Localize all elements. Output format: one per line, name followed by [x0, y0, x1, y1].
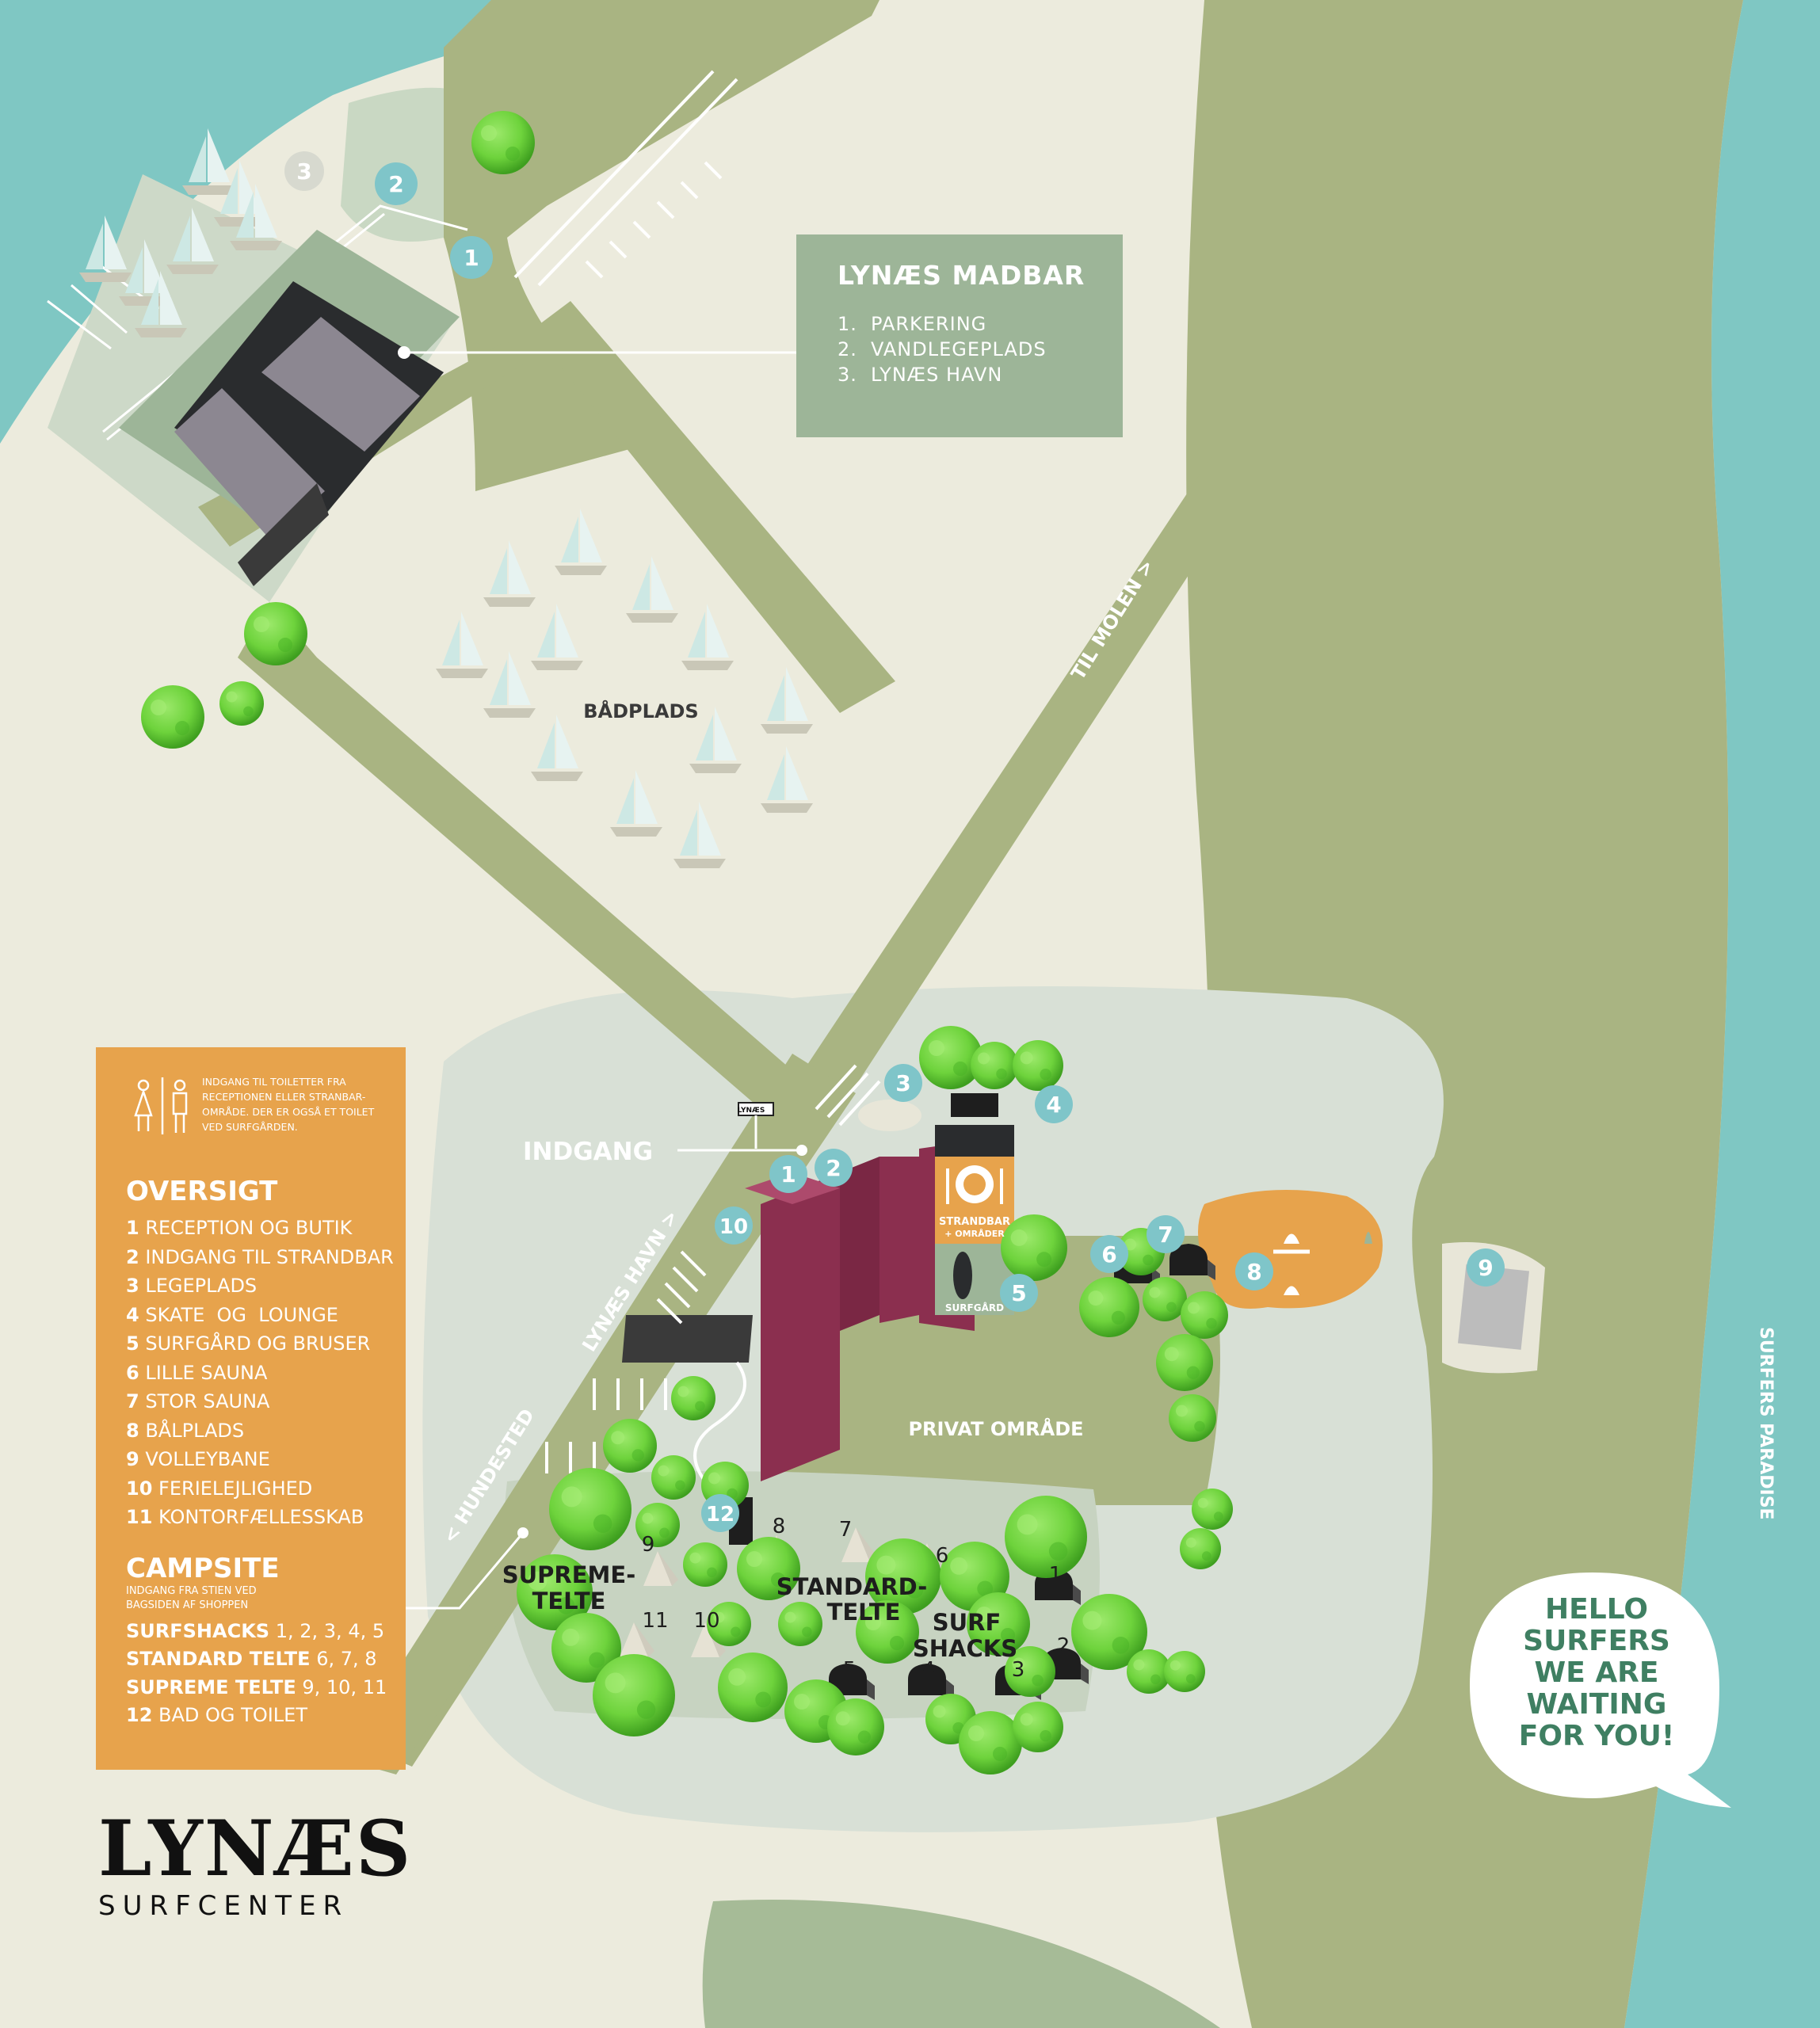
list-item: 2 INDGANG TIL STRANDBAR: [126, 1245, 394, 1268]
surfgaard-label: SURFGÅRD: [945, 1302, 1004, 1313]
campfire-icon: [1273, 1232, 1372, 1295]
list-item: 8 BÅLPLADS: [126, 1419, 245, 1442]
logo-wordmark: LYNÆS: [98, 1804, 413, 1893]
tent-number: 3: [1012, 1658, 1025, 1682]
surfers-paradise-label: SURFERS PARADISE: [1756, 1327, 1776, 1520]
list-item: 7 STOR SAUNA: [126, 1390, 270, 1412]
svg-text:3: 3: [895, 1070, 910, 1096]
list-item: 3 LEGEPLADS: [126, 1275, 258, 1297]
surf-label-2: SHACKS: [913, 1635, 1017, 1662]
legend-panel: INDGANG TIL TOILETTER FRA RECEPTIONEN EL…: [96, 1047, 406, 1770]
toilet-note: INDGANG TIL TOILETTER FRA RECEPTIONEN EL…: [202, 1076, 375, 1133]
list-item: 1 RECEPTION OG BUTIK: [126, 1217, 353, 1239]
svg-text:9: 9: [1478, 1255, 1493, 1281]
site-marker-2[interactable]: 2: [815, 1149, 853, 1187]
tent-number: 8: [773, 1515, 786, 1538]
tent-number: 2: [1057, 1634, 1070, 1658]
tent-number: 11: [642, 1609, 668, 1633]
supreme-label-1: SUPREME-: [502, 1561, 636, 1588]
speech-bubble: [1470, 1572, 1731, 1808]
sign-post: LYNÆS: [738, 1102, 774, 1149]
campsite-list: SURFSHACKS 1, 2, 3, 4, 5 STANDARD TELTE …: [126, 1618, 406, 1730]
list-item: 4 SKATE OG LOUNGE: [126, 1303, 338, 1326]
madbar-info-box: LYNÆS MADBAR 1.PARKERING 2.VANDLEGEPLADS…: [796, 234, 1123, 437]
svg-text:8: 8: [1246, 1259, 1261, 1285]
site-marker-8[interactable]: 8: [1235, 1252, 1273, 1290]
site-marker-9[interactable]: 9: [1467, 1248, 1505, 1287]
madbar-list: 1.PARKERING 2.VANDLEGEPLADS 3.LYNÆS HAVN: [838, 311, 1123, 387]
supreme-label-2: TELTE: [532, 1588, 606, 1614]
surf-label-1: SURF: [933, 1609, 1002, 1636]
list-item: SURFSHACKS 1, 2, 3, 4, 5: [126, 1619, 385, 1642]
svg-text:7: 7: [1158, 1222, 1173, 1248]
surfboard-icon: [953, 1252, 972, 1299]
bubble-line: FOR YOU!: [1518, 1720, 1675, 1752]
site-marker-6[interactable]: 6: [1090, 1235, 1128, 1273]
madbar-item: 3.LYNÆS HAVN: [838, 364, 1003, 386]
madbar-item: 2.VANDLEGEPLADS: [838, 338, 1047, 360]
baadplads-label: BÅDPLADS: [583, 700, 698, 722]
bubble-line: WE ARE: [1534, 1656, 1659, 1689]
standard-label-2: TELTE: [827, 1599, 901, 1626]
madbar-item: 1.PARKERING: [838, 313, 987, 335]
standard-label-1: STANDARD-: [776, 1573, 928, 1600]
site-marker-3[interactable]: 3: [858, 1064, 922, 1131]
toilet-icon: [126, 1074, 199, 1138]
list-item: SUPREME TELTE 9, 10, 11: [126, 1675, 387, 1698]
privat-omraade-label: PRIVAT OMRÅDE: [908, 1417, 1083, 1440]
tent-number: 5: [843, 1658, 857, 1682]
harbor-marker-3[interactable]: 3: [284, 151, 324, 191]
list-item: 11 KONTORFÆLLESSKAB: [126, 1506, 364, 1528]
svg-text:2: 2: [826, 1155, 841, 1181]
bubble-line: WAITING: [1526, 1688, 1667, 1721]
list-item: 6 LILLE SAUNA: [126, 1361, 268, 1384]
plate-icon: [946, 1165, 1003, 1204]
toilet-info: INDGANG TIL TOILETTER FRA RECEPTIONEN EL…: [126, 1074, 406, 1138]
svg-text:1: 1: [464, 245, 479, 271]
tent-number: 9: [642, 1533, 655, 1557]
svg-text:10: 10: [719, 1215, 748, 1239]
site-marker-5[interactable]: 5: [1000, 1274, 1038, 1312]
svg-text:1: 1: [780, 1161, 796, 1187]
omraader-label: + OMRÅDER: [944, 1229, 1005, 1239]
tent-number: 7: [839, 1518, 853, 1542]
harbor-marker-1[interactable]: 1: [450, 236, 493, 279]
bubble-line: SURFERS: [1523, 1625, 1670, 1657]
svg-text:5: 5: [1011, 1280, 1026, 1306]
bubble-text: HELLO SURFERS WE ARE WAITING FOR YOU!: [1498, 1594, 1696, 1752]
tent-number: 10: [693, 1609, 719, 1633]
site-marker-10[interactable]: 10: [715, 1207, 753, 1245]
svg-text:LYNÆS: LYNÆS: [738, 1107, 765, 1115]
logo-subtitle: SURFCENTER: [98, 1890, 349, 1922]
svg-text:6: 6: [1101, 1241, 1116, 1268]
lynaes-logo: LYNÆS SURFCENTER: [98, 1804, 413, 1923]
oversigt-list: 1 RECEPTION OG BUTIK 2 INDGANG TIL STRAN…: [126, 1214, 406, 1532]
svg-text:2: 2: [388, 171, 403, 197]
campsite-title: CAMPSITE: [126, 1552, 280, 1584]
site-marker-4[interactable]: 4: [1035, 1085, 1073, 1123]
bubble-line: HELLO: [1545, 1593, 1648, 1626]
campsite-note: INDGANG FRA STIEN VED BAGSIDEN AF SHOPPE…: [126, 1584, 257, 1611]
list-item: 5 SURFGÅRD OG BRUSER: [126, 1332, 371, 1355]
indgang-label: INDGANG: [523, 1138, 653, 1166]
madbar-title: LYNÆS MADBAR: [838, 260, 1086, 291]
harbor-marker-2[interactable]: 2: [375, 162, 418, 205]
list-item: 9 VOLLEYBANE: [126, 1448, 270, 1470]
site-marker-12[interactable]: 12: [701, 1494, 739, 1532]
list-item: STANDARD TELTE 6, 7, 8: [126, 1648, 377, 1670]
svg-text:12: 12: [706, 1503, 734, 1527]
strandbar-label: STRANDBAR: [939, 1216, 1010, 1228]
oversigt-title: OVERSIGT: [126, 1176, 278, 1207]
list-item: 10 FERIELEJLIGHED: [126, 1477, 313, 1500]
svg-text:4: 4: [1046, 1092, 1061, 1118]
site-marker-1[interactable]: 1: [769, 1155, 807, 1193]
tent-number: 4: [922, 1658, 936, 1682]
site-marker-7[interactable]: 7: [1147, 1215, 1185, 1253]
svg-text:3: 3: [296, 158, 311, 185]
list-item: 12 BAD OG TOILET: [126, 1704, 307, 1726]
tent-number: 1: [1049, 1563, 1063, 1587]
tent-number: 6: [936, 1544, 949, 1568]
